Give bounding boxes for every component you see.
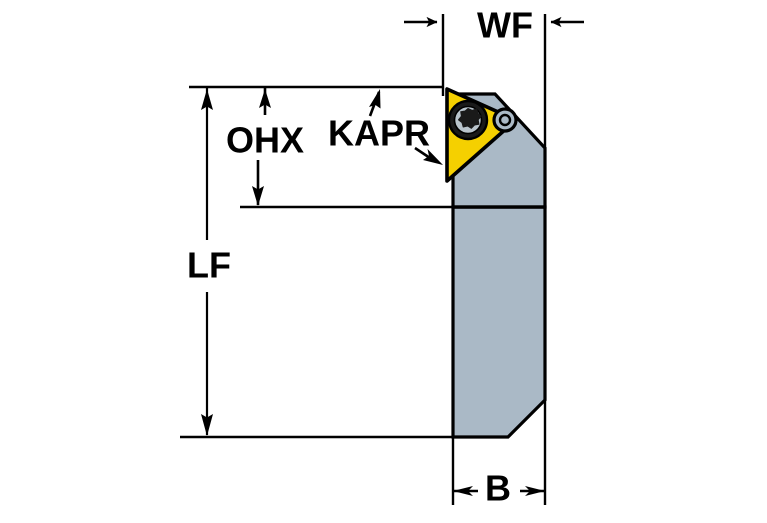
lf-upper-arrowhead — [201, 89, 213, 110]
dimension-ohx: OHX — [226, 87, 304, 206]
b-left-arrowhead — [453, 486, 473, 496]
kapr-label: KAPR — [328, 113, 430, 154]
dimension-b: B — [453, 468, 545, 509]
b-right-arrowhead — [525, 486, 545, 496]
kapr-lower-arrowhead — [423, 149, 443, 165]
dimension-lf: LF — [187, 88, 231, 436]
kapr-lower-leader — [414, 146, 431, 160]
ohx-lower-arrowhead — [252, 186, 264, 206]
tool-body-group — [445, 87, 547, 439]
wf-label: WF — [477, 5, 533, 46]
clamp-pin-inner-icon — [498, 113, 512, 127]
lf-label: LF — [187, 245, 231, 286]
lf-lower-arrowhead — [201, 414, 213, 436]
kapr-upper-arrowhead — [369, 89, 381, 109]
ohx-label: OHX — [226, 120, 304, 161]
cutting-insert-group — [445, 87, 518, 183]
torx-screw-icon — [447, 99, 489, 141]
dimension-wf: WF — [404, 5, 584, 46]
b-label: B — [485, 468, 511, 509]
dimension-kapr: KAPR — [328, 89, 443, 165]
tool-shank — [451, 205, 547, 439]
extension-lines-group — [180, 14, 547, 505]
ohx-upper-arrowhead — [259, 89, 271, 108]
